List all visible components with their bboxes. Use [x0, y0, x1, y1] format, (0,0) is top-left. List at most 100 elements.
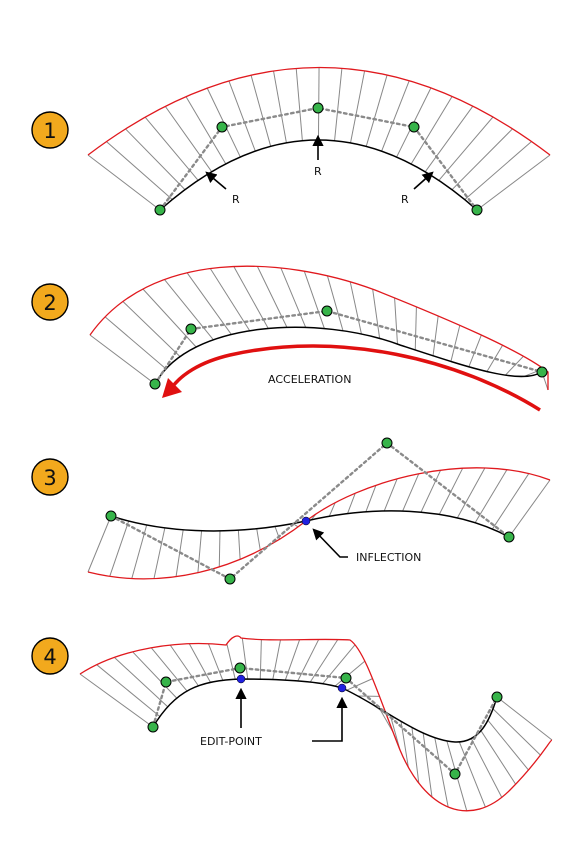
inflection-arrow	[312, 528, 348, 558]
comb-tooth	[487, 719, 529, 771]
comb-tooth	[272, 639, 281, 680]
comb-tooth	[87, 515, 112, 573]
acceleration-arrow	[168, 344, 541, 412]
comb-tooth	[104, 316, 167, 370]
comb-tooth	[432, 315, 439, 356]
comb-tooth	[400, 721, 409, 768]
comb-tooth	[434, 737, 449, 808]
panel-2-control-polygon	[153, 309, 544, 386]
panel-2-curve	[154, 326, 543, 385]
comb-tooth	[456, 467, 486, 519]
comb-tooth	[379, 708, 394, 733]
comb-tooth	[458, 741, 486, 808]
control-point	[381, 437, 393, 449]
edit-point	[236, 674, 246, 684]
comb-tooth	[226, 643, 236, 680]
comb-tooth	[365, 485, 377, 513]
radius-label: R	[314, 165, 322, 178]
comb-tooth	[420, 469, 442, 513]
comb-tooth	[153, 527, 166, 579]
control-point	[408, 121, 420, 133]
comb-tooth	[169, 644, 199, 687]
comb-tooth	[349, 281, 362, 335]
comb-tooth	[450, 325, 461, 362]
comb-tooth	[96, 664, 161, 717]
comb-tooth	[372, 289, 381, 339]
comb-tooth	[87, 154, 161, 211]
comb-tooth	[346, 678, 373, 691]
comb-tooth	[347, 493, 356, 514]
control-point	[105, 510, 117, 522]
comb-tooth	[185, 96, 227, 165]
panel-2-control-points	[149, 305, 548, 390]
panel-2-number: 2	[43, 291, 56, 315]
control-point	[321, 305, 333, 317]
comb-tooth	[424, 105, 474, 173]
radius-label: R	[232, 193, 240, 206]
comb-tooth	[402, 473, 420, 512]
comb-tooth	[218, 530, 221, 567]
panel-4: 4 EDIT-POINT	[31, 635, 553, 812]
panel-1-control-points	[154, 102, 483, 216]
panel-3-control-polygon	[109, 441, 511, 581]
comb-tooth	[480, 730, 517, 785]
panel-3-badge: 3	[31, 458, 69, 496]
panel-4-curvature-envelope	[79, 635, 553, 812]
comb-tooth	[164, 279, 214, 341]
comb-tooth	[250, 75, 272, 147]
panel-4-badge: 4	[31, 637, 69, 675]
comb-tooth	[496, 696, 553, 741]
panel-4-curve	[152, 678, 498, 743]
panel-3-number: 3	[43, 466, 56, 490]
comb-tooth	[491, 473, 530, 530]
control-point	[224, 573, 236, 585]
comb-tooth	[295, 68, 303, 141]
comb-tooth	[164, 106, 213, 172]
radius-arrow	[413, 171, 434, 190]
comb-tooth	[394, 297, 398, 345]
panel-4-number: 4	[43, 645, 56, 669]
edit-point	[337, 683, 347, 693]
control-point	[234, 662, 246, 674]
control-point	[503, 531, 515, 543]
panel-3-comb	[87, 467, 551, 579]
comb-tooth	[504, 355, 524, 376]
inflection-label: INFLECTION	[356, 551, 421, 564]
panel-4-control-polygon	[151, 666, 499, 776]
comb-tooth	[474, 469, 508, 524]
control-point	[536, 366, 548, 378]
control-point	[312, 102, 324, 114]
panel-2-curvature-envelope	[89, 265, 549, 390]
comb-tooth	[326, 275, 344, 331]
comb-tooth	[209, 268, 251, 332]
panel-4-comb	[79, 638, 553, 811]
control-point	[185, 323, 197, 335]
panel-3-curve	[110, 510, 510, 538]
comb-tooth	[383, 478, 398, 512]
comb-tooth	[303, 271, 325, 329]
comb-tooth	[89, 334, 156, 385]
radius-arrow	[205, 171, 227, 190]
comb-tooth	[188, 643, 211, 683]
comb-tooth	[259, 639, 262, 680]
comb-tooth	[334, 68, 343, 141]
edit-point-label: EDIT-POINT	[200, 735, 262, 748]
comb-tooth	[150, 647, 188, 692]
panel-3-control-points	[105, 437, 515, 585]
panel-4-control-points	[147, 662, 503, 780]
comb-tooth	[414, 306, 417, 351]
panel-1-comb	[87, 67, 551, 211]
comb-tooth	[237, 530, 241, 560]
comb-tooth	[381, 80, 410, 152]
comb-tooth	[142, 288, 197, 348]
comb-tooth	[122, 301, 181, 357]
control-point	[160, 676, 172, 688]
comb-tooth	[241, 638, 249, 680]
control-point	[449, 768, 461, 780]
panel-2-badge: 2	[31, 283, 69, 321]
panel-1-curvature-envelope	[87, 66, 551, 156]
comb-tooth	[492, 708, 541, 756]
comb-tooth	[114, 657, 169, 708]
comb-tooth	[207, 643, 224, 681]
